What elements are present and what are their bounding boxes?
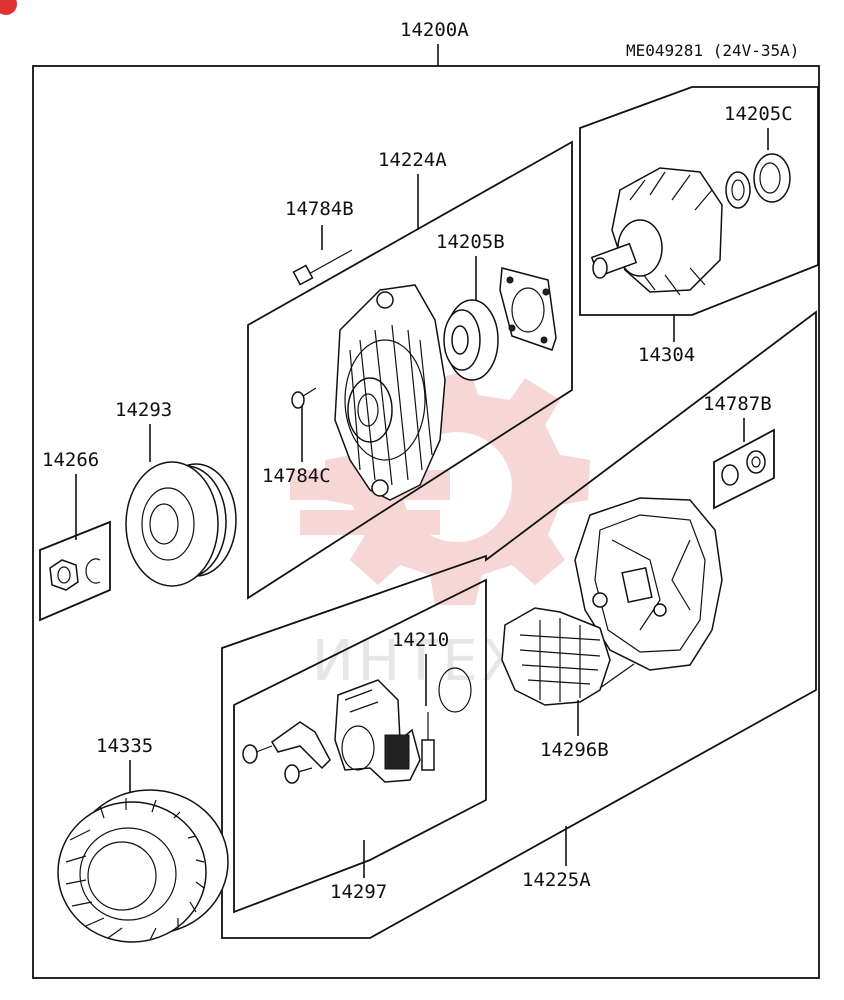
- label-rotor: 14304: [638, 344, 695, 366]
- rotor: [590, 167, 723, 296]
- regulator-panel: [233, 578, 487, 914]
- short-bolt: [291, 387, 317, 409]
- front-bracket-panel: [247, 140, 573, 600]
- label-bolt-short: 14784C: [262, 465, 331, 487]
- label-brush-holder: 14210: [392, 629, 449, 651]
- brush-clip: [438, 667, 472, 713]
- label-bearing-front: 14205B: [436, 231, 505, 253]
- corner-badge: [0, 0, 17, 15]
- outer-frame: [32, 65, 820, 979]
- label-bolt-long: 14784B: [285, 198, 354, 220]
- regulator-screw-2: [284, 764, 313, 784]
- label-pulley: 14293: [115, 399, 172, 421]
- label-rear-bracket-kit: 14787B: [703, 393, 772, 415]
- label-rectifier: 14296B: [540, 739, 609, 761]
- diagram-code: ME049281 (24V-35A): [626, 41, 799, 60]
- regulator: [334, 679, 421, 783]
- front-bearing: [443, 299, 499, 381]
- rear-bracket: [574, 497, 723, 671]
- retainer-plate: [499, 267, 557, 351]
- pulley: [125, 461, 237, 587]
- rear-bracket-kit-panel: [713, 428, 775, 510]
- label-stator: 14335: [96, 735, 153, 757]
- label-nut-washer: 14266: [42, 449, 99, 471]
- nut-washer: [49, 558, 101, 591]
- label-bearing-rear: 14205C: [724, 103, 793, 125]
- regulator-bracket: [271, 721, 331, 770]
- regulator-screw-1: [242, 744, 273, 764]
- brush-spring: [421, 712, 435, 771]
- label-regulator-kit: 14297: [330, 881, 387, 903]
- nut-washer-panel: [39, 520, 111, 622]
- rear-bearing: [725, 153, 791, 209]
- front-bracket: [334, 284, 446, 501]
- label-front-bracket: 14224A: [378, 149, 447, 171]
- label-rear-assy: 14225A: [522, 869, 591, 891]
- label-assembly: 14200A: [400, 19, 469, 41]
- stator: [57, 789, 229, 943]
- rear-bracket-kit: [721, 450, 766, 486]
- long-bolt: [292, 249, 353, 286]
- rotor-panel: [579, 86, 819, 316]
- rectifier: [501, 607, 635, 706]
- rear-assy-panel: [221, 310, 817, 939]
